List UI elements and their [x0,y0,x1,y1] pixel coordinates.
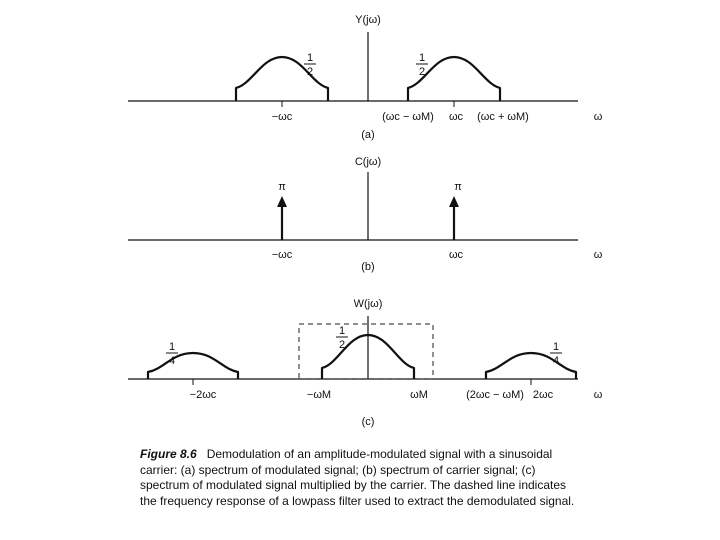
panel-b-impulse-left [277,196,287,240]
panel-c: W(jω) 1 4 1 2 1 4 −2ωc −ωM ωM (2ωc − ωM)… [128,298,603,428]
panel-a-right-spectrum [406,55,502,101]
panel-b-label-neg-wc: −ωc [272,249,293,261]
panel-c-amplitude-left: 1 4 [166,341,178,367]
panel-b-label-wc: ωc [449,249,464,261]
panel-c-label-neg-wm: −ωM [307,389,331,401]
panel-a-label-wc-plus-wm: (ωc + ωM) [477,111,529,123]
panel-b-title: C(jω) [355,156,381,168]
panel-a-amp-left-num: 1 [307,52,313,64]
panel-b-sublabel: (b) [361,261,374,273]
panel-c-amplitude-right: 1 4 [550,341,562,367]
panel-b-impulse-right-label: π [454,181,462,193]
panel-a-amp-left-den: 2 [307,66,313,78]
panel-c-left-spectrum [146,351,240,379]
panel-c-amp-center-num: 1 [339,325,345,337]
impulse-arrowhead [449,196,459,207]
panel-a-axis-label: ω [594,111,603,123]
panel-a-amp-right-num: 1 [419,52,425,64]
panel-a-amplitude-left: 1 2 [304,52,316,78]
panel-b-impulse-left-label: π [278,181,286,193]
figure-caption-label: Figure 8.6 [140,447,197,461]
panel-a-amp-right-den: 2 [419,66,425,78]
panel-a-left-spectrum [234,55,330,101]
panel-c-label-wm: ωM [410,389,428,401]
lowpass-filter-dashed-box [298,323,434,380]
panel-a-sublabel: (a) [361,129,374,141]
panel-c-amp-right-num: 1 [553,341,559,353]
panel-c-sublabel: (c) [362,416,375,428]
panel-c-amp-right-den: 4 [553,355,559,367]
figure-caption-text: Demodulation of an amplitude-modulated s… [140,447,575,508]
panel-a-label-wc-minus-wm: (ωc − ωM) [382,111,434,123]
panel-c-label-neg-2wc: −2ωc [190,389,217,401]
panel-c-right-spectrum [484,351,578,379]
panel-b-axis-label: ω [594,249,603,261]
panel-c-axis-label: ω [594,389,603,401]
panel-c-amp-center-den: 2 [339,339,345,351]
panel-c-title: W(jω) [354,298,383,310]
panel-a-title: Y(jω) [355,14,381,26]
panel-a-label-wc: ωc [449,111,464,123]
panel-c-amp-left-den: 4 [169,355,175,367]
panel-c-amp-left-num: 1 [169,341,175,353]
panel-c-center-spectrum [320,333,416,379]
panel-c-label-2wc-minus-wm: (2ωc − ωM) [466,389,524,401]
panel-b-impulse-right [449,196,459,240]
panel-c-label-2wc: 2ωc [533,389,554,401]
impulse-arrowhead [277,196,287,207]
panel-a: Y(jω) 1 2 1 2 −ωc (ωc − ωM) ωc (ωc + ωM)… [128,14,603,141]
panel-c-amplitude-center: 1 2 [336,325,348,351]
panel-a-amplitude-right: 1 2 [416,52,428,78]
panel-b: C(jω) π π −ωc ωc ω (b) [128,156,603,273]
panel-a-label-neg-wc: −ωc [272,111,293,123]
